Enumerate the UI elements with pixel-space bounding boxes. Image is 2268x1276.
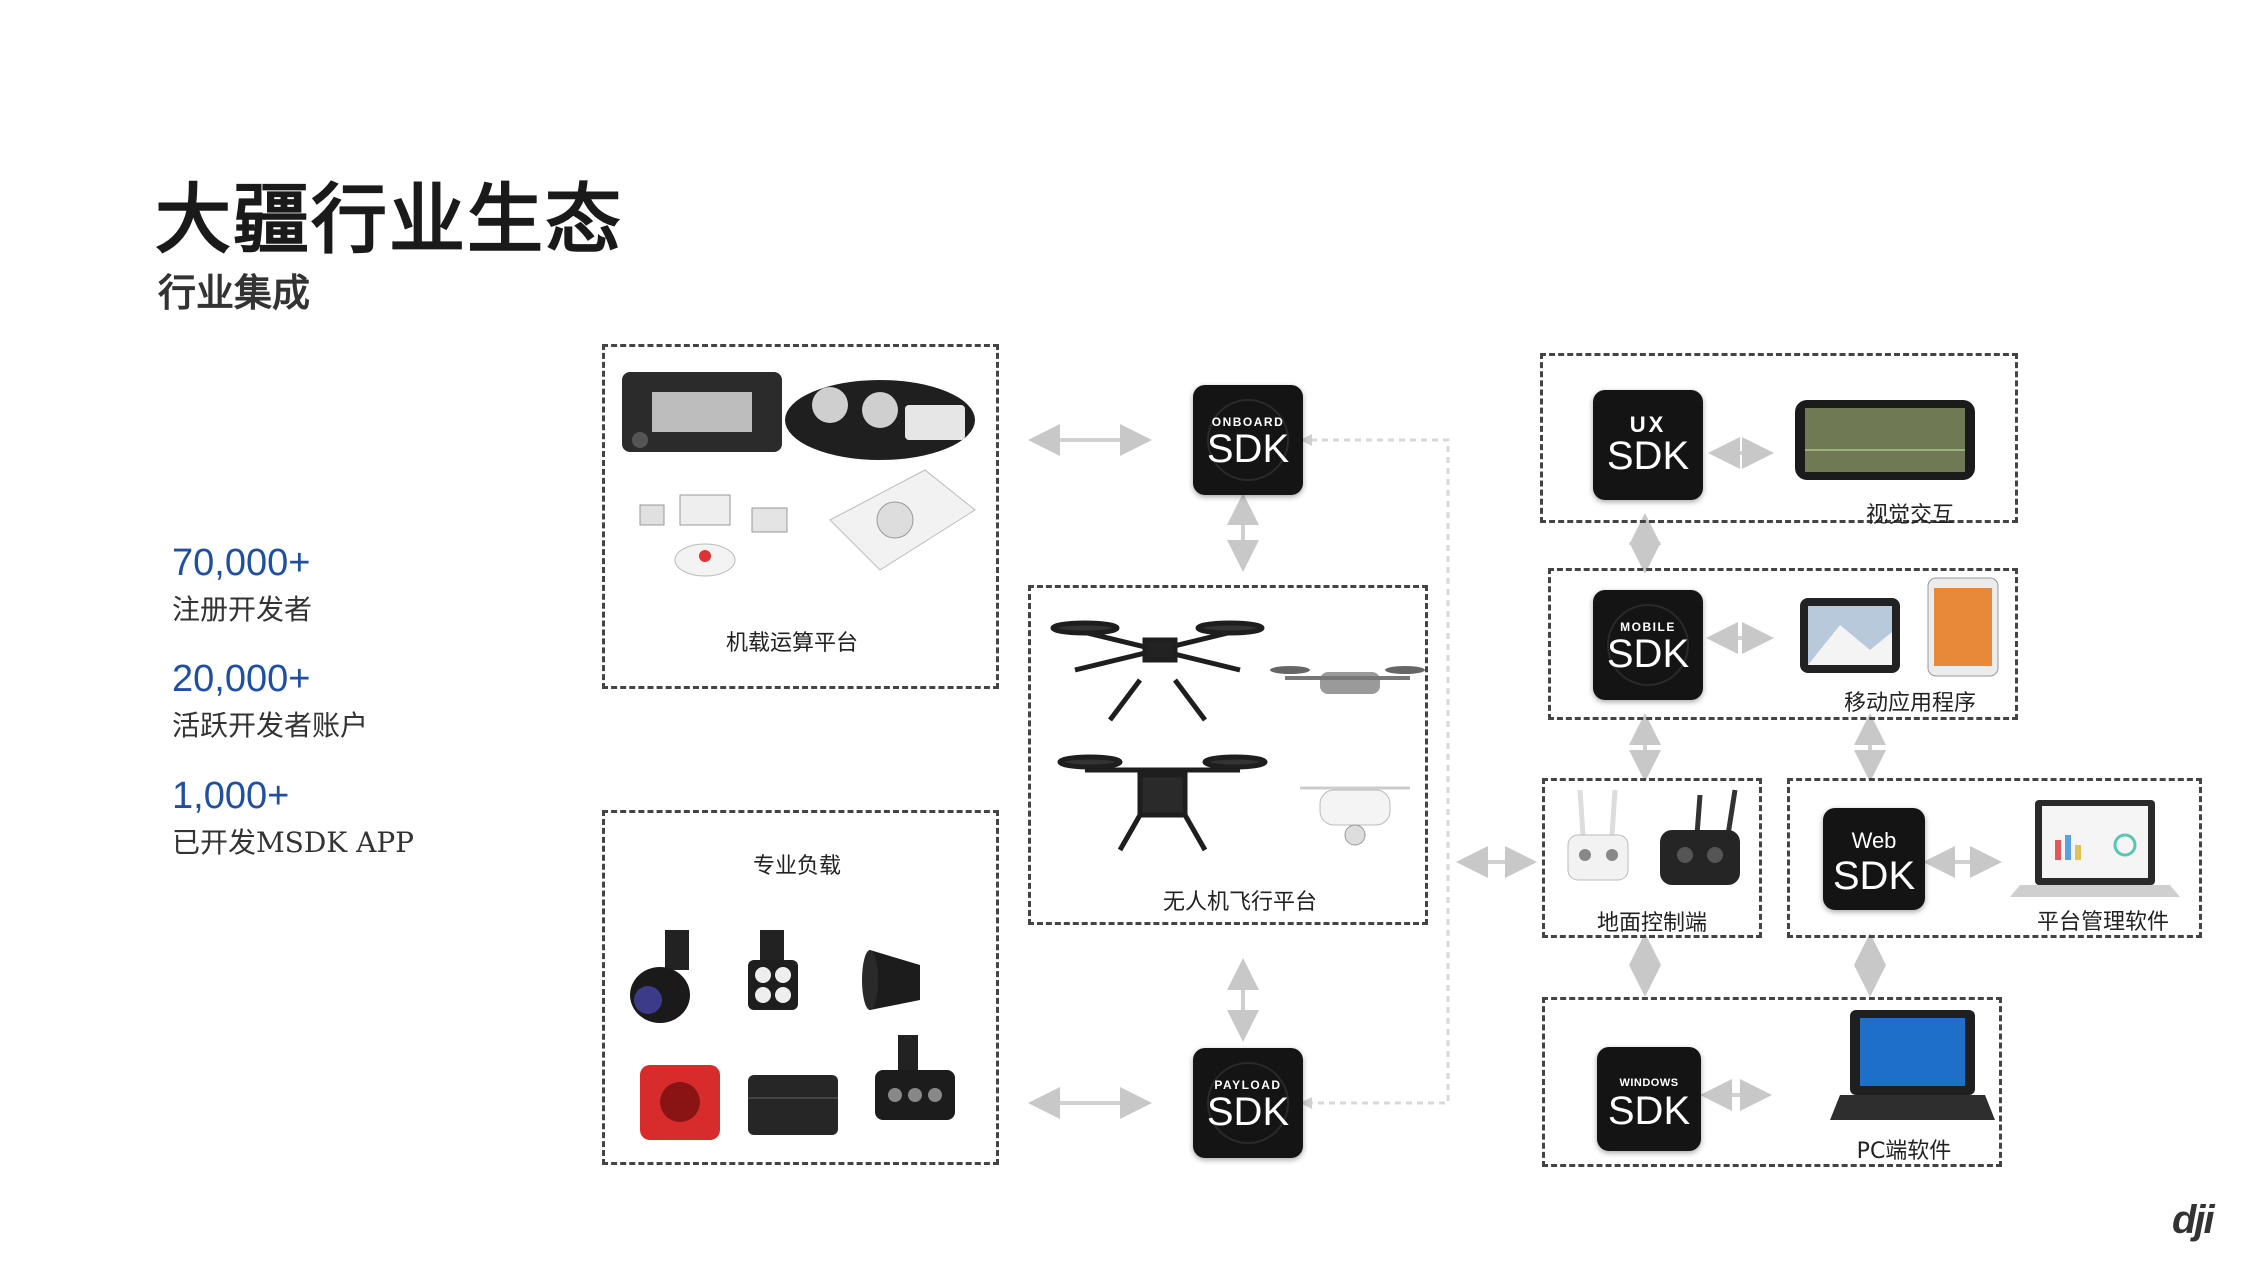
sdk-tile-label: SDK xyxy=(1832,854,1916,898)
dji-logo-icon: dji xyxy=(2172,1198,2215,1242)
drone-mavic-icon xyxy=(1270,666,1425,694)
drone-m210-icon xyxy=(1057,754,1268,852)
box-mobile-app xyxy=(1548,568,2018,720)
payload-sdk-tile[interactable]: PAYLOAD SDK xyxy=(1193,1048,1303,1158)
payload-red-sensor-icon xyxy=(640,1065,720,1140)
page-subtitle: 行业集成 xyxy=(158,271,311,315)
payload-black-box-icon xyxy=(748,1075,838,1135)
sdk-tile-top-label: PAYLOAD xyxy=(1214,1078,1282,1092)
stat-number-apps: 1,000+ xyxy=(172,775,290,817)
box-pc xyxy=(1542,997,2002,1167)
sdk-ring-icon xyxy=(1607,604,1689,686)
windows-sdk-tile[interactable]: WINDOWS SDK xyxy=(1597,1047,1701,1151)
caption-ground: 地面控制端 xyxy=(1596,911,1708,936)
ux-sdk-tile[interactable]: UX SDK xyxy=(1593,390,1703,500)
ux-phone-screen-icon xyxy=(1795,400,1975,480)
sdk-tile-label: SDK xyxy=(1606,632,1690,676)
stat-number-active: 20,000+ xyxy=(172,658,311,700)
payload-multi-lens-icon xyxy=(875,1035,955,1120)
box-platform-mgmt xyxy=(1787,778,2202,938)
page-title: 大疆行业生态 xyxy=(155,175,623,264)
caption-flight-platform: 无人机飞行平台 xyxy=(1162,890,1318,915)
sdk-tile-top-label: UX xyxy=(1629,412,1667,437)
sdk-tile-label: SDK xyxy=(1206,427,1290,471)
box-ground xyxy=(1542,778,1762,938)
sdk-tile-top-label: WINDOWS xyxy=(1619,1077,1679,1089)
mobile-sdk-tile[interactable]: MOBILE SDK xyxy=(1593,590,1703,700)
onboard-small-modules-icon xyxy=(639,494,788,577)
sdk-tile-label: SDK xyxy=(1206,1090,1290,1134)
stat-label-apps: 已开发MSDK APP xyxy=(172,826,415,859)
payload-speaker-icon xyxy=(862,950,920,1010)
caption-mobile-app: 移动应用程序 xyxy=(1843,691,1977,716)
sdk-tile-top-label: Web xyxy=(1851,828,1897,853)
dashed-link-onboard-payload xyxy=(1300,438,1450,1105)
stat-label-registered: 注册开发者 xyxy=(172,593,313,626)
drone-m600-icon xyxy=(1050,620,1265,722)
remote-controller-black-icon xyxy=(1660,789,1740,885)
sdk-tile-label: SDK xyxy=(1607,1089,1691,1133)
caption-payloads: 专业负载 xyxy=(752,854,842,879)
caption-visual: 视觉交互 xyxy=(1865,503,1955,528)
payload-zoom-camera-icon xyxy=(630,930,690,1023)
onboard-sdk-tile[interactable]: ONBOARD SDK xyxy=(1193,385,1303,495)
caption-platform-mgmt: 平台管理软件 xyxy=(2036,910,2170,935)
stat-label-active: 活跃开发者账户 xyxy=(172,709,369,742)
pc-laptop-icon xyxy=(1830,1010,1995,1120)
sdk-tile-top-label: ONBOARD xyxy=(1211,415,1285,429)
sdk-tile-top-label: MOBILE xyxy=(1620,620,1676,634)
box-visual xyxy=(1540,353,2018,523)
box-flight-platform xyxy=(1028,585,1428,925)
web-sdk-tile[interactable]: Web SDK xyxy=(1823,808,1925,910)
sdk-ring-icon xyxy=(1207,399,1289,481)
laptop-dashboard-icon xyxy=(2010,800,2180,897)
box-payloads xyxy=(602,810,999,1165)
caption-pc: PC端软件 xyxy=(1856,1139,1952,1164)
sdk-tile-label: SDK xyxy=(1606,434,1690,478)
onboard-computer-frame-icon xyxy=(622,372,782,452)
remote-controller-white-icon xyxy=(1567,789,1629,881)
stat-number-registered: 70,000+ xyxy=(172,542,311,584)
drone-phantom-icon xyxy=(1300,786,1410,846)
caption-onboard-platform: 机载运算平台 xyxy=(725,631,859,656)
box-onboard-platform xyxy=(602,344,999,689)
sdk-ring-icon xyxy=(1207,1062,1289,1144)
mobile-phone-icon xyxy=(1927,577,1999,677)
mobile-tablet-icon xyxy=(1800,598,1900,673)
onboard-sensor-module-icon xyxy=(785,380,975,460)
onboard-manifold-box-icon xyxy=(829,469,976,571)
payload-quad-camera-icon xyxy=(748,930,798,1010)
